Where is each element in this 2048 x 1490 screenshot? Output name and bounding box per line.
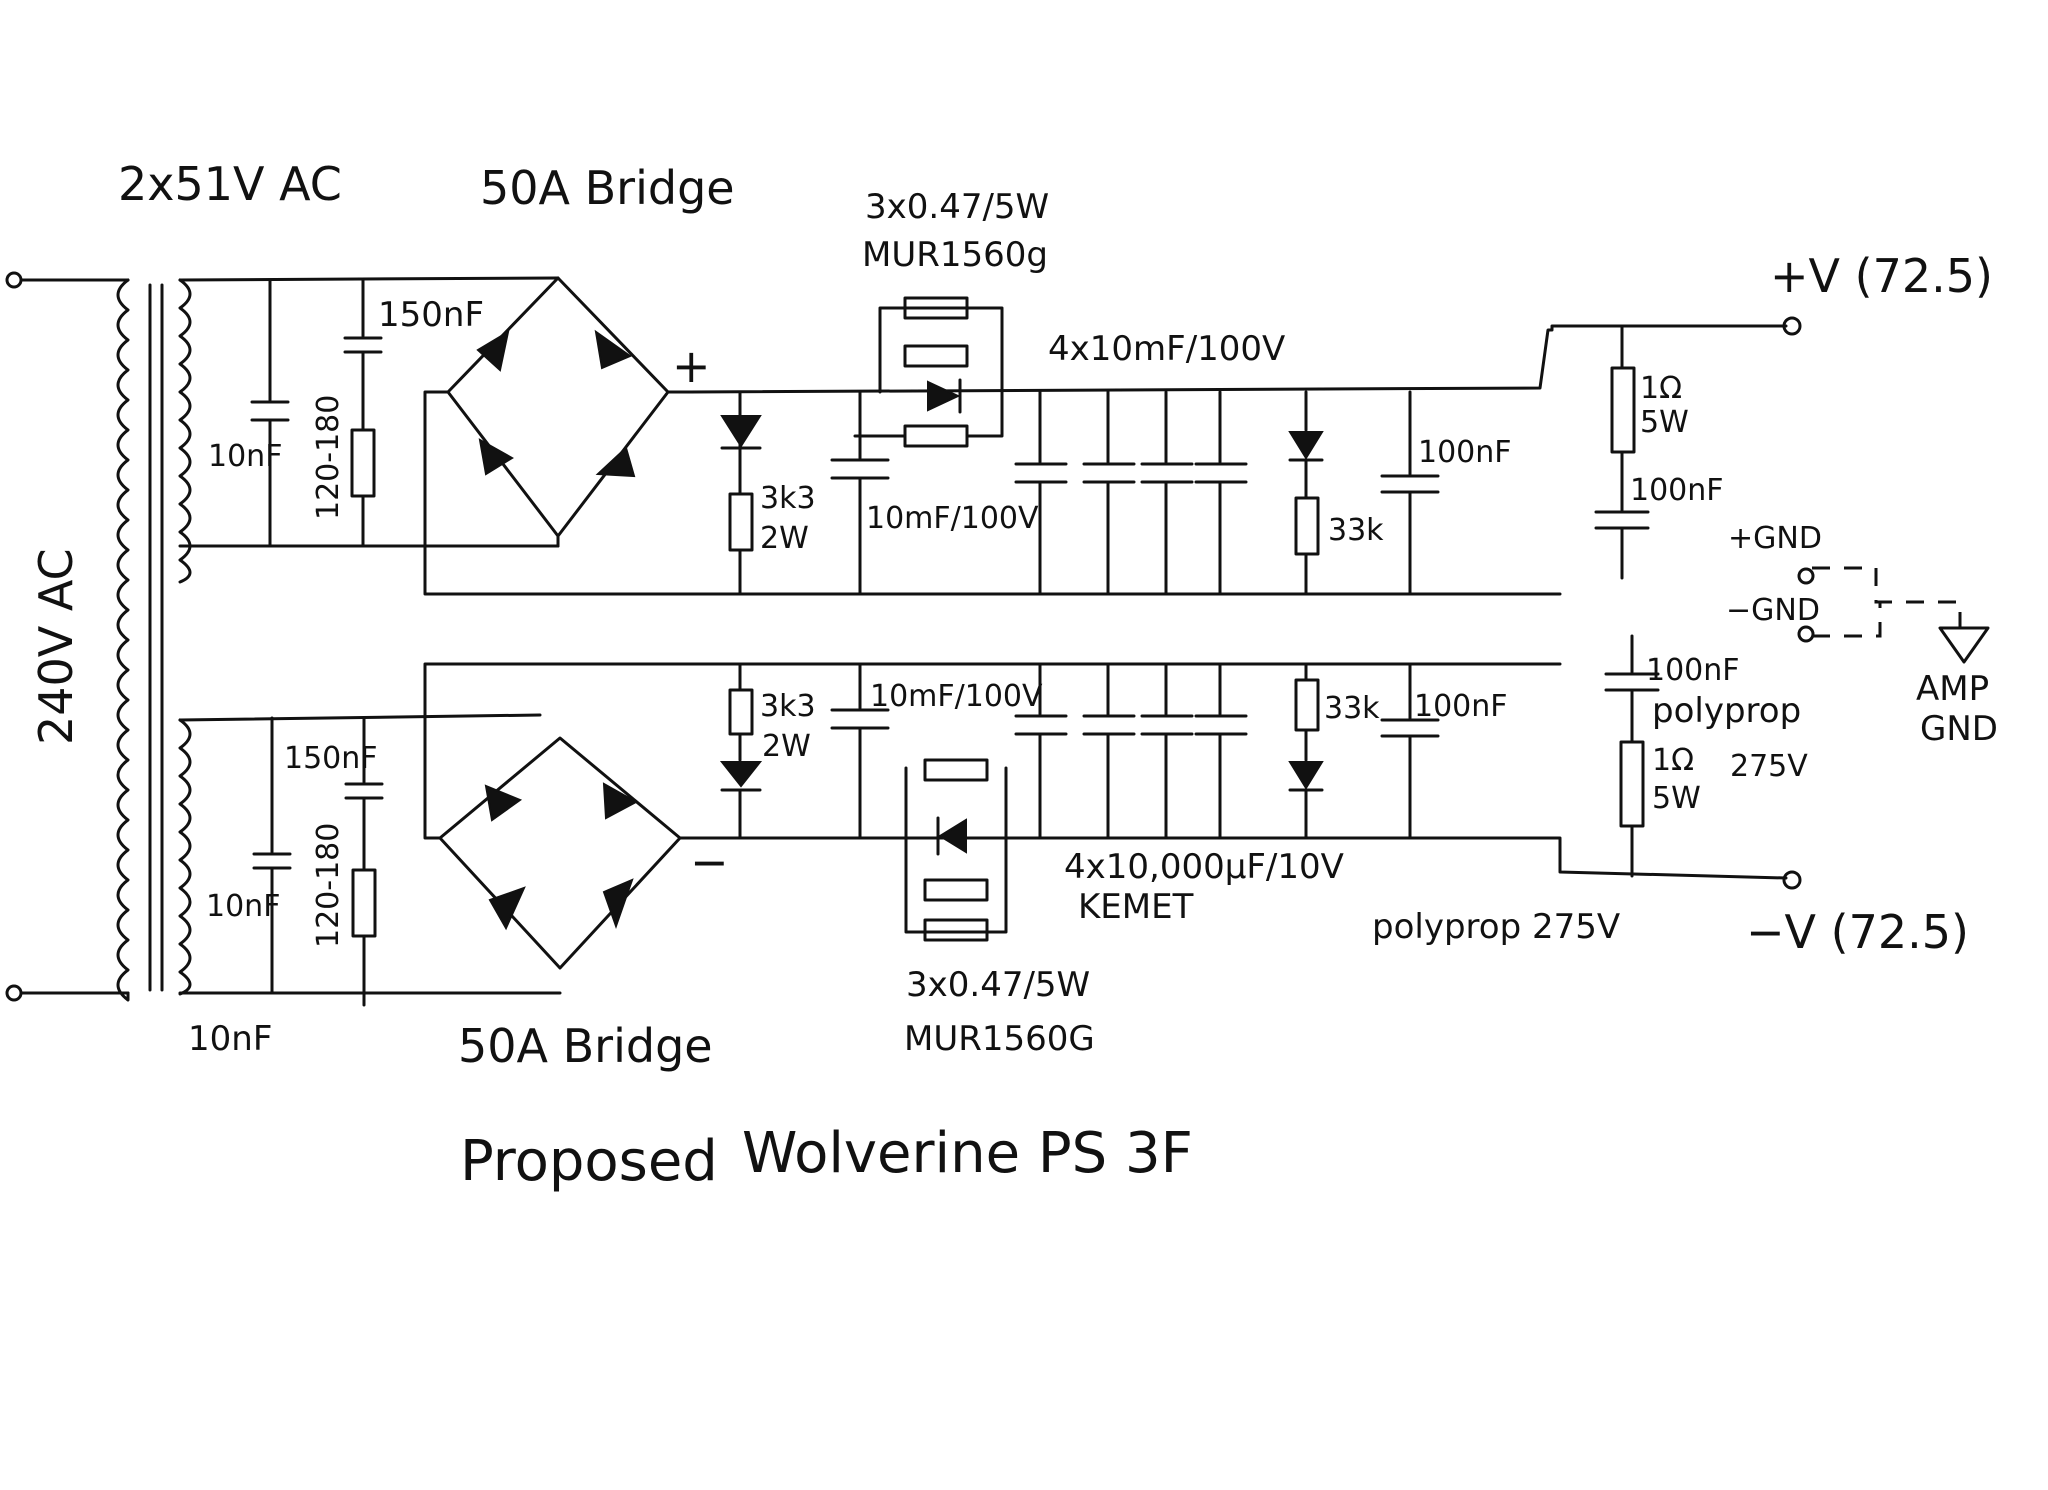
label-out-res-top: 1Ω bbox=[1640, 371, 1682, 406]
label-bottom-cap-bank-brand: KEMET bbox=[1078, 887, 1194, 927]
label-gnd-plus: +GND bbox=[1728, 521, 1822, 556]
transformer-secondary-top bbox=[178, 276, 560, 584]
label-gnd-minus: −GND bbox=[1726, 593, 1820, 628]
label-bottom-diode: MUR1560G bbox=[904, 1019, 1095, 1059]
label-reservoir-top: 10mF/100V bbox=[866, 501, 1039, 536]
label-out-res-bottom-power: 5W bbox=[1652, 781, 1701, 816]
label-snubber-res-bottom: 120-180 bbox=[311, 823, 346, 948]
label-bleeder-top: 3k3 bbox=[760, 481, 816, 516]
secondary-rc-bottom bbox=[252, 716, 384, 1007]
rail-bottom bbox=[688, 602, 1882, 942]
label-amp-gnd: AMP bbox=[1916, 669, 1989, 709]
transformer-primary bbox=[5, 271, 164, 1002]
label-bridge-bottom: 50A Bridge bbox=[458, 1019, 713, 1073]
label-bottom-cap-bank: 4x10,000µF/10V bbox=[1064, 847, 1344, 887]
secondary-rc-top bbox=[250, 278, 383, 548]
label-sec-cap-bottom-outside: 10nF bbox=[188, 1019, 272, 1059]
label-transformer-secondary: 2x51V AC bbox=[118, 157, 342, 211]
label-out-res-bottom: 1Ω bbox=[1652, 743, 1694, 778]
label-polyprop-right: polyprop bbox=[1652, 691, 1801, 731]
label-top-diode: MUR1560g bbox=[862, 235, 1048, 275]
label-bypass-top: 100nF bbox=[1418, 435, 1512, 470]
label-plus-sign: + bbox=[672, 339, 711, 393]
label-title-prefix: Proposed bbox=[460, 1129, 718, 1194]
label-top-cap-bank: 4x10mF/100V bbox=[1048, 329, 1285, 369]
label-title-main: Wolverine PS 3F bbox=[742, 1121, 1193, 1186]
label-snubber-res-top: 120-180 bbox=[311, 395, 346, 520]
label-led-res-top: 33k bbox=[1328, 513, 1384, 548]
transformer-secondary-bottom bbox=[178, 713, 562, 996]
label-snubber-cap-bottom: 150nF bbox=[284, 741, 378, 776]
label-out-cap-bottom: 100nF bbox=[1646, 653, 1740, 688]
bridge-top bbox=[423, 276, 1562, 596]
label-reservoir-bottom: 10mF/100V bbox=[870, 679, 1043, 714]
label-bleeder-top-power: 2W bbox=[760, 521, 809, 556]
label-sec-cap-bottom: 10nF bbox=[206, 889, 280, 924]
label-sec-cap-top: 10nF bbox=[208, 439, 282, 474]
label-voltage-275-right: 275V bbox=[1730, 749, 1808, 784]
label-out-res-top-power: 5W bbox=[1640, 405, 1689, 440]
label-snubber-cap-top: 150nF bbox=[378, 295, 484, 335]
label-minus-sign: − bbox=[690, 835, 729, 889]
label-bleeder-bottom: 3k3 bbox=[760, 689, 816, 724]
label-bypass-bottom: 100nF bbox=[1414, 689, 1508, 724]
rail-top bbox=[688, 296, 1962, 628]
label-amp-gnd-2: GND bbox=[1920, 709, 1998, 749]
label-vminus: −V (72.5) bbox=[1746, 905, 1969, 959]
label-primary-voltage: 240V AC bbox=[29, 548, 83, 745]
label-polyprop-bottom: polyprop 275V bbox=[1372, 907, 1620, 947]
label-vplus: +V (72.5) bbox=[1770, 249, 1993, 303]
label-led-res-bottom: 33k bbox=[1324, 691, 1380, 726]
label-top-resistors: 3x0.47/5W bbox=[865, 187, 1049, 227]
label-out-cap-top: 100nF bbox=[1630, 473, 1724, 508]
label-bottom-resistors: 3x0.47/5W bbox=[906, 965, 1090, 1005]
label-bridge-top: 50A Bridge bbox=[480, 161, 735, 215]
amp-ground-symbol bbox=[1938, 626, 1990, 664]
label-bleeder-bottom-power: 2W bbox=[762, 729, 811, 764]
